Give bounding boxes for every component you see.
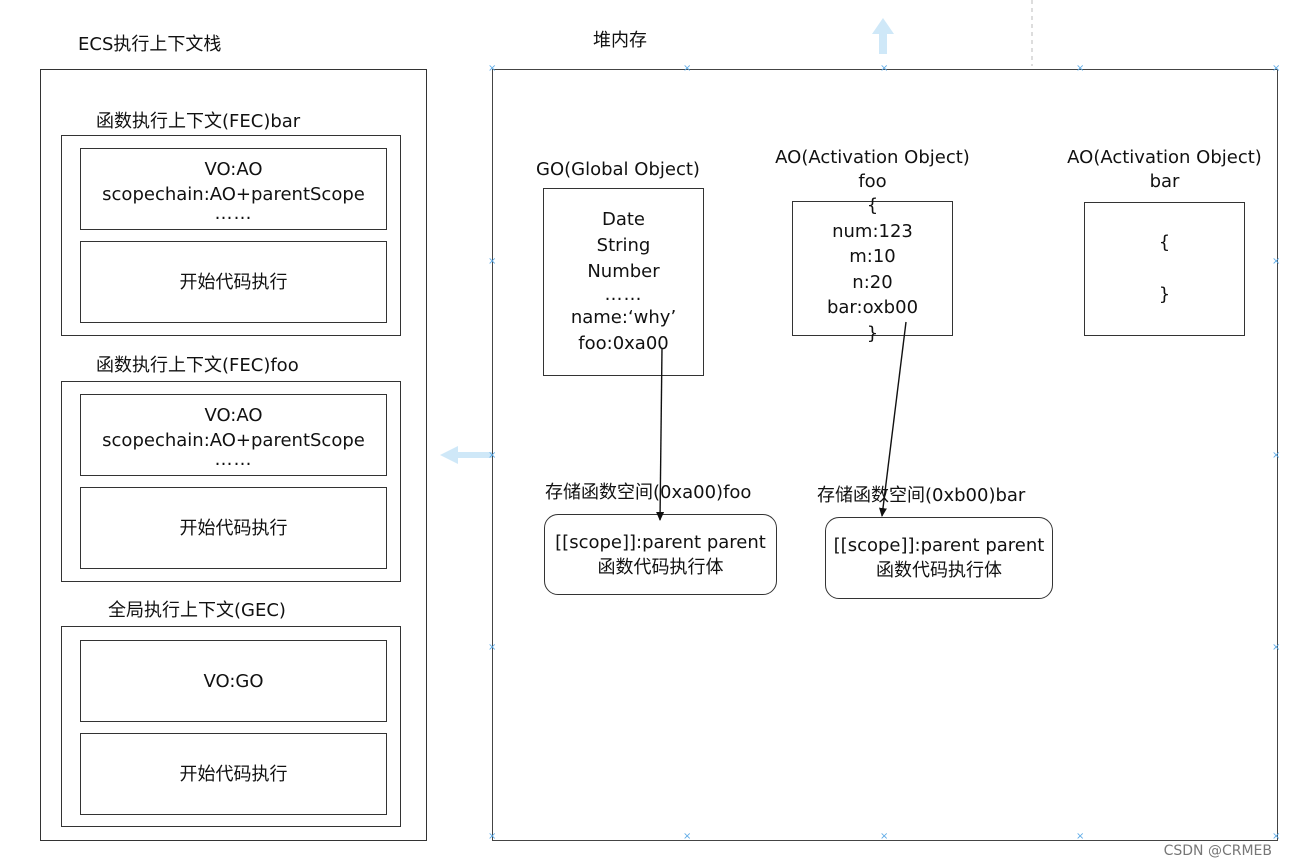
selection-handle-icon[interactable]: × [1272,642,1281,653]
ao-bar-open-brace: { [1158,232,1171,253]
fn-bar-label: 存储函数空间(0xb00)bar [817,485,1026,506]
selection-handle-icon[interactable]: × [1272,450,1281,461]
fec-bar-exec-box[interactable]: 开始代码执行 [80,241,387,323]
gec-exec-box[interactable]: 开始代码执行 [80,733,387,815]
fec-bar-vo: VO:AO [204,159,263,180]
ao-bar-box[interactable]: { } [1084,202,1245,336]
selection-handle-icon[interactable]: × [880,831,889,842]
ao-foo-box[interactable] [792,201,953,336]
fec-bar-scopechain: scopechain:AO+parentScope [102,184,365,205]
gec-label: 全局执行上下文(GEC) [108,600,286,621]
ao-foo-label: AO(Activation Object) foo [760,146,985,194]
selection-handle-icon[interactable]: × [488,831,497,842]
ao-foo-label-line1: AO(Activation Object) [775,147,970,168]
ao-foo-m: m:10 [849,246,896,267]
selection-handle-icon[interactable]: × [1076,831,1085,842]
go-line-date: Date [601,209,646,230]
ao-foo-n: n:20 [852,271,893,293]
ao-foo-num: num:123 [832,220,913,242]
selection-handle-icon[interactable]: × [1076,63,1085,74]
fec-foo-scopechain: scopechain:AO+parentScope [102,430,365,451]
ao-bar-label-line1: AO(Activation Object) [1067,147,1262,168]
go-line-string: String [596,235,651,256]
selection-handle-icon[interactable]: × [488,450,497,461]
selection-handle-icon[interactable]: × [1272,831,1281,842]
fn-bar-box[interactable]: [[scope]]:parent parent 函数代码执行体 [825,517,1053,599]
selection-handle-icon[interactable]: × [488,642,497,653]
fn-foo-body: 函数代码执行体 [597,556,724,578]
ecs-title: ECS执行上下文栈 [78,34,222,55]
fn-bar-scope: [[scope]]:parent parent [833,535,1045,556]
go-line-foo: foo:0xa00 [578,333,669,354]
fec-bar-exec: 开始代码执行 [179,271,288,293]
fn-foo-label: 存储函数空间(0xa00)foo [545,482,752,503]
watermark: CSDN @CRMEB [1163,843,1272,859]
fec-foo-dots: …… [214,449,253,470]
gec-vo-box[interactable]: VO:GO [80,640,387,722]
selection-handle-icon[interactable]: × [683,831,692,842]
selection-handle-icon[interactable]: × [683,63,692,74]
fec-bar-label: 函数执行上下文(FEC)bar [96,111,301,132]
go-line-dots: …… [604,284,643,305]
ao-bar-close-brace: } [1158,284,1171,305]
ao-foo-bar: bar:oxb00 [826,297,919,318]
gec-vo: VO:GO [203,670,264,692]
go-label: GO(Global Object) [536,159,700,180]
fec-foo-vo: VO:AO [204,405,263,426]
selection-handle-icon[interactable]: × [880,63,889,74]
fec-foo-label: 函数执行上下文(FEC)foo [96,355,299,376]
fec-foo-vo-box[interactable]: VO:AO scopechain:AO+parentScope …… [80,394,387,476]
fec-foo-exec-box[interactable]: 开始代码执行 [80,487,387,569]
gec-exec: 开始代码执行 [179,763,288,785]
arrow-go-to-fn-foo [656,347,665,521]
ao-foo-label-line2: foo [858,171,887,192]
selection-handle-icon[interactable]: × [1272,256,1281,267]
ao-bar-label: AO(Activation Object) bar [1052,146,1277,194]
selection-handle-icon[interactable]: × [1272,63,1281,74]
ao-foo-content: { num:123 m:10 n:20 bar:oxb00 } [792,193,953,346]
fec-bar-vo-box[interactable]: VO:AO scopechain:AO+parentScope …… [80,148,387,230]
fn-foo-scope: [[scope]]:parent parent [555,531,766,553]
go-line-number: Number [587,261,660,282]
ao-foo-open-brace: { [866,195,879,216]
fn-bar-body: 函数代码执行体 [876,560,1002,581]
fec-foo-exec: 开始代码执行 [179,517,288,539]
selection-handle-icon[interactable]: × [488,256,497,267]
heap-title: 堆内存 [593,30,647,51]
ghost-up-arrow-icon [872,18,894,54]
go-box[interactable]: Date String Number …… name:‘why’ foo:0xa… [543,188,704,376]
arrow-ao-foo-to-fn-bar [879,321,907,517]
ao-foo-close-brace: } [866,322,879,344]
selection-handle-icon[interactable]: × [488,63,497,74]
ghost-left-arrow-icon [440,446,492,464]
fn-foo-box[interactable]: [[scope]]:parent parent 函数代码执行体 [544,514,777,595]
go-line-name: name:‘why’ [570,307,677,328]
ao-bar-label-line2: bar [1149,171,1180,192]
fec-bar-dots: …… [214,203,253,224]
